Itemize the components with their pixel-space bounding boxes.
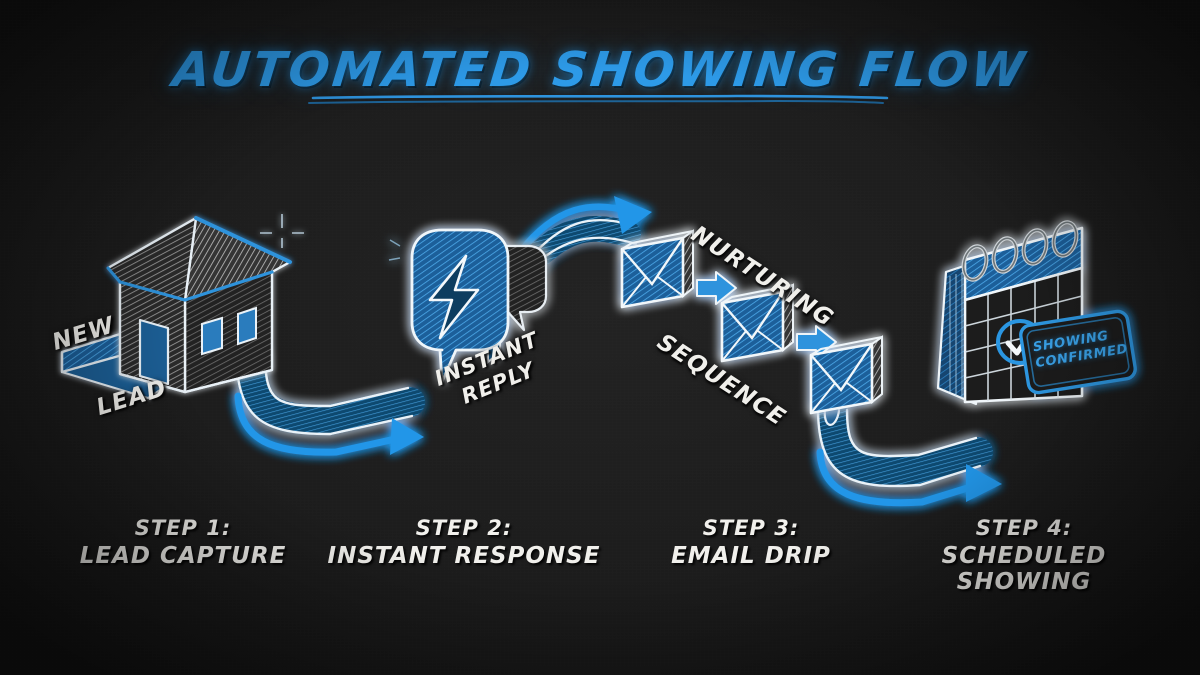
step-label: INSTANT RESPONSE	[327, 543, 601, 569]
step-number: STEP 2:	[415, 516, 513, 540]
house-icon	[106, 214, 304, 394]
step-label: SCHEDULED SHOWING	[941, 543, 1107, 595]
connector-emails-to-calendar	[816, 394, 1002, 507]
step-number: STEP 1:	[134, 516, 232, 540]
step-caption: STEP 1: LEAD CAPTURE	[33, 516, 333, 569]
step-caption: STEP 2: INSTANT RESPONSE	[314, 516, 614, 569]
envelope-icon	[809, 335, 883, 415]
calendar-icon	[936, 220, 1137, 406]
step-label: LEAD CAPTURE	[79, 543, 287, 569]
step-number: STEP 3:	[702, 516, 800, 540]
step-number: STEP 4:	[975, 516, 1073, 540]
step-caption: STEP 3: EMAIL DRIP	[601, 516, 901, 569]
step-label: EMAIL DRIP	[671, 543, 831, 569]
step-caption: STEP 4: SCHEDULED SHOWING	[874, 516, 1174, 595]
envelope-icon	[620, 229, 694, 309]
